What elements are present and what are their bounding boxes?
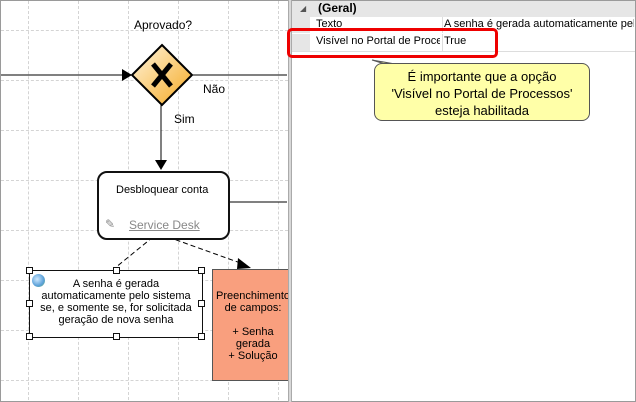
resize-handle[interactable] [113,333,120,340]
property-name: Texto [316,18,343,30]
document-line: de campos: [224,302,282,314]
association-line [114,236,154,269]
category-label: (Geral) [318,1,357,15]
annotation-line: geração de nova senha [58,314,174,326]
highlight-box [287,28,498,58]
data-object[interactable]: Preenchimento de campos: + Senha gerada … [212,269,288,381]
resize-handle[interactable] [26,267,33,274]
resize-handle[interactable] [113,267,120,274]
document-line: gerada [235,338,271,350]
arrowhead [155,160,167,170]
property-name: Visível no Portal de Processos [316,35,440,47]
document-line: + Solução [228,350,278,362]
x-icon [151,62,173,88]
property-grid: ◢ (Geral) Texto A senha é gerada automatic… [292,1,635,401]
annotation-line: A senha é gerada [72,278,160,290]
annotation-selected[interactable]: A senha é gerada automaticamente pelo si… [26,267,205,340]
script-icon: ✎ [105,217,116,231]
splitter[interactable] [288,0,292,402]
resize-handle[interactable] [198,333,205,340]
category-geral[interactable]: ◢ (Geral) [292,1,635,17]
flow-label-no: Não [203,82,226,96]
callout-line: esteja habilitada [435,103,529,118]
connectors [1,43,287,269]
document-line: + Senha [232,326,274,338]
resize-handle[interactable] [198,300,205,307]
property-row-texto[interactable]: Texto A senha é gerada automaticamente pe… [292,17,635,33]
annotation-line: se, e somente se, for solicitada [40,302,192,314]
resize-handle[interactable] [26,333,33,340]
document-line: Preenchimento [216,290,288,302]
callout-line: É importante que a opção [407,69,557,84]
collapse-triangle-icon[interactable]: ◢ [300,4,307,13]
gateway-label: Aprovado? [134,18,193,32]
resize-handle[interactable] [198,267,205,274]
arrowhead [122,69,132,81]
globe-icon [32,274,45,287]
resize-handle[interactable] [26,300,33,307]
diagram-canvas[interactable]: Aprovado? Não Sim Desbloquear conta ✎ Se… [1,1,288,400]
property-value[interactable]: True [444,35,467,47]
performer-link[interactable]: Service Desk [129,218,200,232]
task-desbloquear-conta[interactable]: Desbloquear conta ✎ Service Desk [97,171,230,240]
arrowhead [237,258,251,269]
flow-label-yes: Sim [174,112,195,126]
property-value[interactable]: A senha é gerada automaticamente pelo si… [444,18,634,30]
task-title: Desbloquear conta [116,184,209,196]
document-line [213,314,288,326]
callout-tooltip: É importante que a opção 'Visível no Por… [374,63,590,121]
data-association-line [167,236,247,266]
property-row-visivel[interactable]: Visível no Portal de Processos True [292,34,635,52]
callout-line: 'Visível no Portal de Processos' [391,86,573,101]
annotation-line: automaticamente pelo sistema [41,290,191,302]
